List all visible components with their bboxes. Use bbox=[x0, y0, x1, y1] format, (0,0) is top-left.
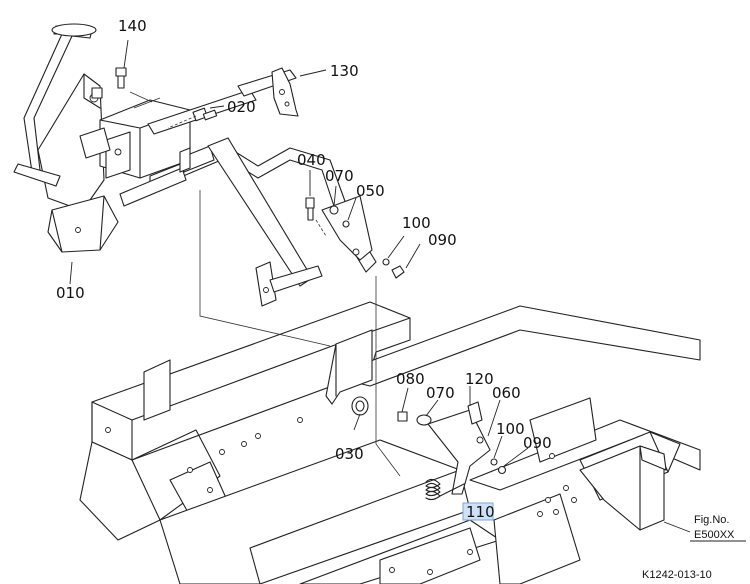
hardware bbox=[115, 67, 507, 501]
label-110-selection bbox=[462, 502, 494, 521]
fig-number: E500XX bbox=[694, 529, 735, 541]
label-090-upper[interactable]: 090 bbox=[428, 231, 457, 249]
label-070-lower[interactable]: 070 bbox=[426, 384, 455, 402]
figure-reference: Fig.No. E500XX K1242-013-10 bbox=[642, 514, 746, 581]
frame-assembly bbox=[79, 301, 701, 584]
label-100-upper[interactable]: 100 bbox=[402, 214, 431, 232]
label-100-lower[interactable]: 100 bbox=[496, 420, 525, 438]
label-120[interactable]: 120 bbox=[465, 370, 494, 388]
label-060[interactable]: 060 bbox=[492, 384, 521, 402]
label-030[interactable]: 030 bbox=[335, 445, 364, 463]
label-140[interactable]: 140 bbox=[118, 17, 147, 35]
bracket-130 bbox=[271, 67, 299, 117]
label-070-upper[interactable]: 070 bbox=[325, 167, 354, 185]
side-channel bbox=[579, 445, 667, 531]
label-010[interactable]: 010 bbox=[56, 284, 85, 302]
label-090-lower[interactable]: 090 bbox=[523, 434, 552, 452]
callout-labels: 140 130 020 040 070 050 100 090 010 080 … bbox=[56, 17, 552, 521]
fig-label: Fig.No. bbox=[694, 514, 729, 526]
drawing-code: K1242-013-10 bbox=[642, 569, 712, 581]
label-020[interactable]: 020 bbox=[227, 98, 256, 116]
label-050[interactable]: 050 bbox=[356, 182, 385, 200]
label-130[interactable]: 130 bbox=[330, 62, 359, 80]
leader-lines bbox=[69, 39, 691, 533]
label-080[interactable]: 080 bbox=[396, 370, 425, 388]
label-040[interactable]: 040 bbox=[297, 151, 326, 169]
label-110[interactable]: 110 bbox=[466, 503, 495, 521]
pedal-assembly-010 bbox=[13, 23, 191, 253]
